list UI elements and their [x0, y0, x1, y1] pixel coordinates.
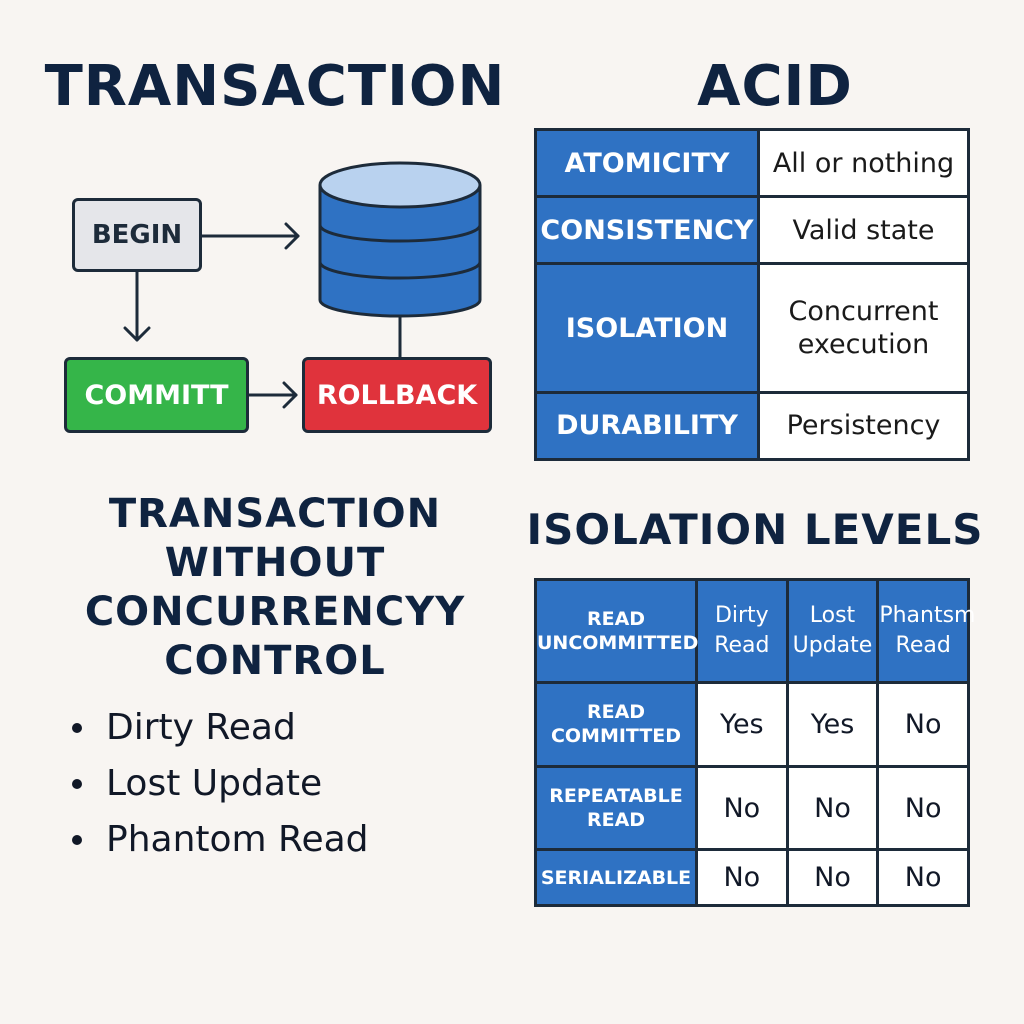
database-icon	[318, 161, 482, 318]
table-cell: Yes	[785, 681, 880, 768]
list-item-label: Phantom Read	[106, 819, 369, 860]
acid-property: DURABILITY	[534, 390, 760, 462]
transaction-title: TRANSACTION	[44, 54, 506, 119]
isolation-levels-table: READ UNCOMMITTED Dirty Read Lost Update …	[534, 577, 975, 907]
table-cell: No	[785, 764, 880, 852]
table-row: REPEATABLE READ No No No	[534, 764, 970, 852]
column-header: Lost Update	[785, 577, 880, 685]
concurrency-problem-list: Dirty Read Lost Update Phantom Read	[72, 700, 369, 868]
isolation-level-cell: REPEATABLE READ	[534, 764, 698, 852]
table-row: READ COMMITTED Yes Yes No	[534, 681, 970, 768]
bullet-icon	[72, 779, 82, 789]
bullet-icon	[72, 723, 82, 733]
bullet-icon	[72, 835, 82, 845]
isolation-level-cell: SERIALIZABLE	[534, 848, 698, 907]
acid-description: All or nothing	[757, 127, 970, 199]
acid-description: Valid state	[757, 195, 970, 266]
isolation-level-cell: READ COMMITTED	[534, 681, 698, 768]
table-cell: No	[695, 848, 789, 907]
list-item: Lost Update	[72, 756, 369, 812]
table-cell: No	[876, 764, 970, 852]
begin-box: BEGIN	[72, 198, 202, 272]
concurrency-title: TRANSACTION WITHOUT CONCURRENCYY CONTROL	[84, 491, 466, 684]
commit-box: COMMITT	[64, 357, 249, 433]
list-item: Dirty Read	[72, 700, 369, 756]
acid-row: CONSISTENCY Valid state	[534, 195, 970, 266]
list-item-label: Lost Update	[106, 763, 323, 804]
acid-row: ATOMICITY All or nothing	[534, 127, 970, 199]
arrow-right-icon	[247, 381, 298, 409]
table-cell: No	[695, 764, 789, 852]
table-cell: No	[876, 848, 970, 907]
column-header: Dirty Read	[695, 577, 789, 685]
acid-row: DURABILITY Persistency	[534, 390, 970, 462]
isolation-levels-title: ISOLATION LEVELS	[526, 505, 984, 554]
column-header: Phantsm Read	[876, 577, 975, 685]
acid-property: ISOLATION	[534, 262, 760, 394]
list-item: Phantom Read	[72, 812, 369, 868]
isolation-level-cell: READ UNCOMMITTED	[534, 577, 698, 685]
table-row: SERIALIZABLE No No No	[534, 848, 970, 907]
rollback-box: ROLLBACK	[302, 357, 492, 433]
acid-property: CONSISTENCY	[534, 195, 760, 266]
table-cell: No	[785, 848, 880, 907]
list-item-label: Dirty Read	[106, 707, 296, 748]
arrow-down-icon	[123, 270, 151, 342]
table-cell: No	[876, 681, 970, 768]
table-cell: Yes	[695, 681, 789, 768]
arrow-right-icon	[200, 222, 300, 250]
acid-title: ACID	[697, 54, 853, 119]
transaction-flow-diagram	[123, 161, 482, 409]
acid-property: ATOMICITY	[534, 127, 760, 199]
acid-row: ISOLATION Concurrent execution	[534, 262, 970, 394]
acid-description: Concurrent execution	[757, 262, 970, 394]
acid-description: Persistency	[757, 390, 970, 462]
table-header-row: READ UNCOMMITTED Dirty Read Lost Update …	[534, 577, 975, 685]
acid-table: ATOMICITY All or nothing CONSISTENCY Val…	[534, 127, 970, 462]
